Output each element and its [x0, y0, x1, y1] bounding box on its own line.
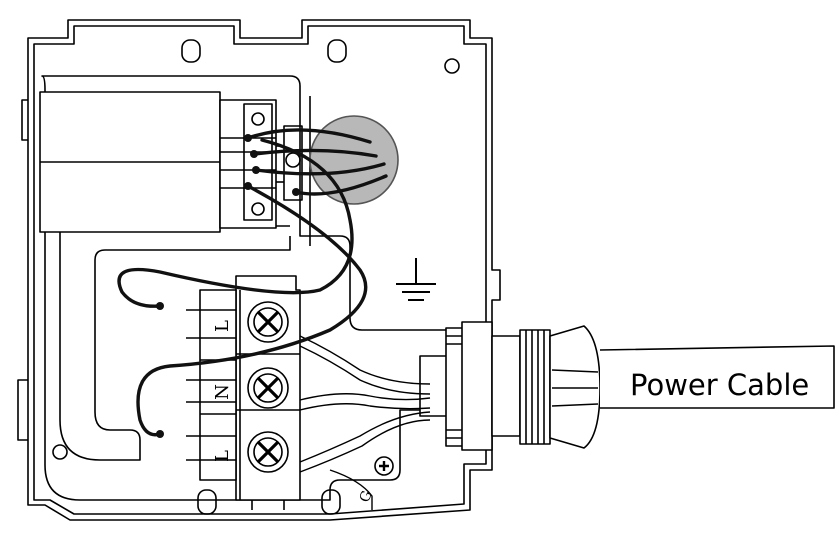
earth-ground-icon: [396, 258, 436, 301]
terminal-l-top-label: L: [212, 320, 233, 332]
terminal-block: [186, 275, 301, 510]
ground-mark-label: G: [357, 489, 376, 505]
enclosure: [17, 19, 501, 521]
terminal-l-bottom-label: L: [212, 450, 233, 462]
terminal-screw-icon: [247, 367, 289, 409]
terminal-screw-icon: [247, 301, 289, 343]
grommet: [309, 115, 399, 205]
power-cable-leads: [299, 335, 431, 510]
cable-gland: [419, 321, 835, 451]
power-cable-label: Power Cable: [630, 368, 810, 402]
terminal-screw-icon: [247, 431, 289, 473]
ground-screw-icon: [374, 456, 394, 476]
transformer-block: [39, 91, 303, 233]
terminal-n-label: N: [212, 384, 233, 400]
jumper-wires: [117, 128, 388, 437]
wire-terminal-dots: [156, 134, 300, 438]
